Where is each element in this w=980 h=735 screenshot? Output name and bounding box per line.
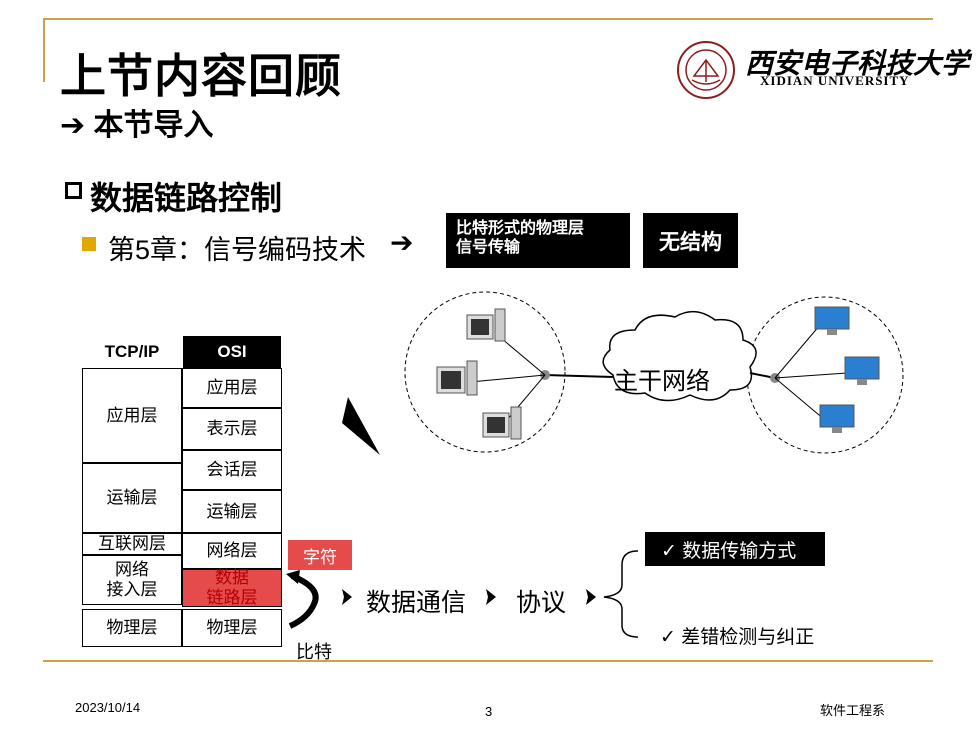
osi-session-layer: 会话层 bbox=[182, 450, 282, 490]
char-tag: 字符 bbox=[288, 540, 352, 570]
tcpip-transport-layer: 运输层 bbox=[82, 463, 182, 533]
network-diagram bbox=[404, 291, 904, 454]
osi-physical-layer: 物理层 bbox=[182, 609, 282, 647]
tcpip-application-layer: 应用层 bbox=[82, 368, 182, 463]
tcpip-network-access-layer: 网络 接入层 bbox=[82, 555, 182, 605]
arrow-right-icon: ➔ bbox=[390, 227, 414, 258]
physical-layer-box-line1: 比特形式的物理层 bbox=[456, 220, 585, 237]
footer-page-number: 3 bbox=[485, 704, 493, 719]
page-subtitle: ➔ 本节导入 bbox=[60, 109, 214, 142]
transmission-mode-item: ✓ 数据传输方式 bbox=[645, 532, 825, 566]
footer-date: 2023/10/14 bbox=[75, 700, 141, 715]
curved-arrow-icon bbox=[286, 570, 319, 629]
square-bullet-icon bbox=[65, 182, 82, 199]
university-seal-icon bbox=[677, 41, 735, 99]
page-title: 上节内容回顾 bbox=[60, 50, 342, 102]
section-heading: 数据链路控制 bbox=[90, 180, 283, 216]
computer-icon bbox=[436, 360, 478, 396]
logo-english-name: XIDIAN UNIVERSITY bbox=[760, 73, 910, 88]
footer-department: 软件工程系 bbox=[820, 703, 886, 718]
tcpip-internet-layer: 互联网层 bbox=[82, 533, 182, 555]
footer-line bbox=[43, 660, 933, 662]
osi-data-link-line2: 链路层 bbox=[206, 588, 258, 607]
computer-icon bbox=[844, 356, 880, 385]
tcpip-network-access-line1: 网络 bbox=[115, 560, 149, 579]
frame-top-line bbox=[43, 18, 933, 20]
arrow-right-icon bbox=[342, 589, 352, 605]
computer-icon bbox=[819, 404, 855, 433]
osi-data-link-layer: 数据 链路层 bbox=[182, 568, 282, 607]
osi-data-link-line1: 数据 bbox=[215, 568, 249, 587]
triangle-pointer-icon bbox=[342, 397, 380, 455]
backbone-cloud-icon bbox=[602, 311, 757, 402]
osi-transport-layer: 运输层 bbox=[182, 490, 282, 533]
data-comm-label: 数据通信 bbox=[366, 589, 467, 617]
bullet-icon bbox=[82, 237, 96, 251]
tcpip-network-access-line2: 接入层 bbox=[106, 580, 158, 599]
unstructured-box: 无结构 bbox=[643, 213, 738, 268]
brace-icon bbox=[603, 550, 639, 638]
physical-layer-box-line2: 信号传输 bbox=[456, 239, 521, 256]
protocol-label: 协议 bbox=[516, 589, 567, 617]
tcpip-header: TCP/IP bbox=[104, 342, 160, 361]
error-control-item: ✓ 差错检测与纠正 bbox=[660, 627, 815, 648]
bit-label: 比特 bbox=[296, 642, 332, 662]
chapter-bullet-text: 第5章：信号编码技术 bbox=[108, 235, 367, 265]
right-network-circle bbox=[746, 296, 904, 454]
arrow-right-icon bbox=[586, 589, 596, 605]
physical-layer-box: 比特形式的物理层 信号传输 bbox=[446, 213, 630, 268]
left-network-circle bbox=[404, 291, 566, 453]
osi-presentation-layer: 表示层 bbox=[182, 408, 282, 450]
frame-left-line bbox=[43, 18, 45, 82]
logo-chinese-name: 西安电子科技大学 bbox=[745, 49, 970, 80]
osi-application-layer: 应用层 bbox=[182, 368, 282, 408]
computer-icon bbox=[482, 406, 522, 440]
computer-icon bbox=[466, 308, 506, 342]
computer-icon bbox=[814, 306, 850, 335]
arrow-right-icon bbox=[486, 589, 496, 605]
backbone-label: 主干网络 bbox=[614, 368, 710, 395]
osi-header: OSI bbox=[183, 336, 281, 368]
osi-network-layer: 网络层 bbox=[182, 533, 282, 569]
tcpip-physical-layer: 物理层 bbox=[82, 609, 182, 647]
